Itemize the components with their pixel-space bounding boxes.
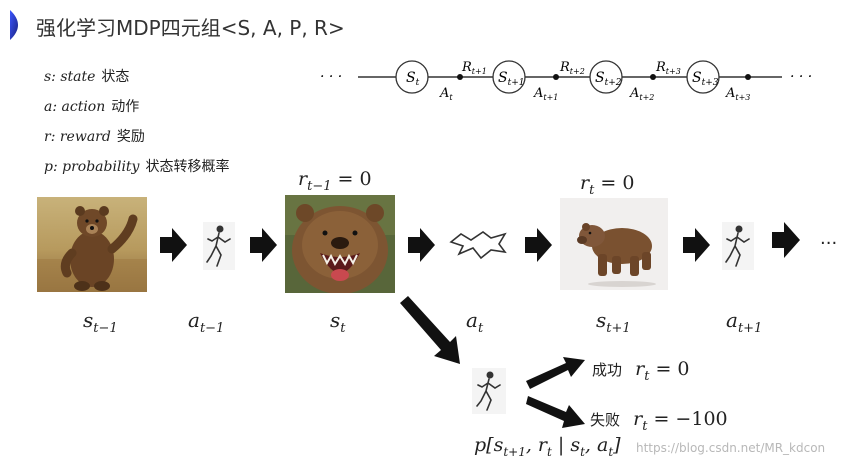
definition-action: a: action 动作	[44, 92, 229, 122]
branch-down-arrow-icon	[526, 396, 585, 428]
state-label: st+1	[596, 308, 631, 336]
chain-action-label: At+3	[725, 86, 750, 102]
right-arrow-icons	[160, 222, 800, 262]
state-label: st−1	[83, 308, 118, 336]
standing-bear-image	[37, 197, 147, 292]
definition-symbol: r: reward	[44, 129, 111, 145]
failure-outcome: 失败 rt = −100	[590, 408, 728, 434]
definition-symbol: s: state	[44, 69, 96, 85]
state-label: st	[330, 308, 346, 336]
svg-text:St+3: St+3	[692, 70, 719, 88]
svg-text:St: St	[406, 70, 420, 88]
right-arrow-icon	[160, 228, 187, 262]
failure-label: 失败	[590, 411, 621, 429]
right-arrow-icon	[525, 228, 552, 262]
chain-reward-label: Rt+3	[655, 60, 681, 76]
fleeing-person-icon	[449, 231, 507, 260]
chain-action-label: At+1	[533, 86, 558, 102]
definitions-list: s: state 状态 a: action 动作 r: reward 奖励 p: pr…	[44, 62, 229, 182]
definition-probability: p: probability 状态转移概率	[44, 152, 229, 182]
diagonal-down-arrow-icon	[400, 296, 460, 364]
trailing-ellipsis: ···	[820, 233, 838, 254]
chain-action-label: At+2	[629, 86, 654, 102]
reward-label-t: rt = 0	[580, 172, 635, 198]
failure-reward: rt = −100	[633, 408, 728, 434]
svg-text:St+1: St+1	[498, 70, 524, 88]
definition-meaning: 状态转移概率	[145, 159, 230, 175]
action-label: at+1	[726, 308, 763, 336]
title-bar: 强化学习MDP四元组<S, A, P, R>	[0, 6, 846, 42]
chain-state-node: St	[395, 60, 429, 94]
chain-state-node: St+1	[492, 60, 526, 94]
definition-state: s: state 状态	[44, 62, 229, 92]
definition-meaning: 状态	[101, 69, 130, 85]
definition-symbol: a: action	[44, 99, 106, 115]
watermark: https://blog.csdn.net/MR_kdcon	[636, 441, 826, 455]
page-title: 强化学习MDP四元组<S, A, P, R>	[36, 16, 345, 40]
action-label: at−1	[188, 308, 225, 336]
success-label: 成功	[592, 361, 623, 379]
roaring-bear-image	[285, 195, 395, 293]
running-person-icon	[203, 222, 235, 270]
right-arrow-icon	[250, 228, 277, 262]
success-outcome: 成功 rt = 0	[592, 358, 690, 384]
right-arrow-icon	[408, 228, 435, 262]
definition-meaning: 奖励	[116, 129, 145, 145]
walking-bear-icon	[560, 198, 668, 290]
definition-symbol: p: probability	[44, 159, 140, 175]
chain-state-node: St+2	[589, 60, 623, 94]
chain-action-dots	[457, 74, 751, 80]
chain-ellipsis-left: · · ·	[320, 69, 342, 85]
running-person-icon	[472, 368, 506, 414]
mdp-chain-diagram: · · · · · · St St+1 St+2 St+3 At At+1 At…	[320, 60, 812, 102]
svg-text:St+2: St+2	[595, 70, 622, 88]
action-label: at	[466, 308, 484, 336]
chain-ellipsis-right: · · ·	[790, 69, 812, 85]
title-accent-shape	[10, 10, 18, 40]
transition-probability-formula: p[st+1, rt | st, at]	[474, 434, 621, 459]
definition-reward: r: reward 奖励	[44, 122, 229, 152]
right-arrow-icon	[683, 228, 710, 262]
walking-bear-image	[560, 198, 668, 290]
success-reward: rt = 0	[635, 358, 690, 384]
chain-state-node: St+3	[686, 60, 720, 94]
definition-meaning: 动作	[111, 99, 140, 115]
chain-reward-label: Rt+2	[559, 60, 585, 76]
branch-up-arrow-icon	[526, 357, 585, 389]
reward-label-t-minus-1: rt−1 = 0	[298, 168, 372, 194]
running-person-icon	[722, 222, 754, 270]
chain-action-label: At	[439, 86, 453, 102]
roaring-bear-icon	[285, 195, 395, 293]
chain-reward-label: Rt+1	[461, 60, 487, 76]
right-arrow-icon	[772, 222, 800, 258]
bear-icon	[37, 197, 147, 292]
